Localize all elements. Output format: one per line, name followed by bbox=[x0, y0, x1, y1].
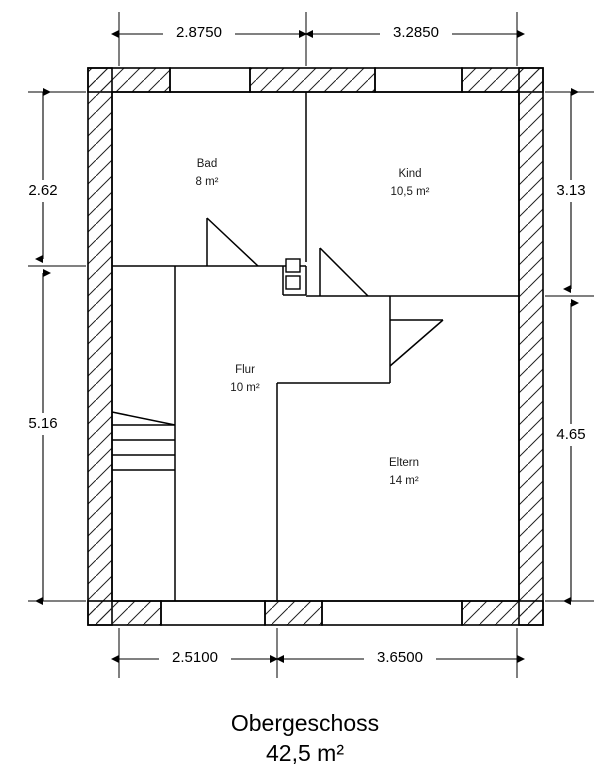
dimension-chain-left: 2.62 5.16 bbox=[19, 88, 86, 605]
door-bad-swing bbox=[206, 217, 259, 267]
room-label-bad-area: 8 m² bbox=[196, 176, 219, 188]
door-kind bbox=[319, 247, 369, 297]
wall-top bbox=[87, 67, 544, 93]
wall-right bbox=[518, 67, 544, 626]
staircase bbox=[111, 411, 176, 471]
dim-top-left-label: 2.8750 bbox=[176, 24, 222, 41]
door-kind-swing bbox=[319, 247, 369, 297]
window-opening-bottom-right bbox=[321, 600, 463, 626]
window-opening-top-left bbox=[169, 67, 251, 93]
room-label-kind-area: 10,5 m² bbox=[391, 186, 430, 198]
room-label-eltern-area: 14 m² bbox=[389, 475, 419, 487]
dimension-chain-top: 2.8750 3.2850 bbox=[111, 12, 525, 66]
wall-bottom bbox=[87, 600, 544, 626]
room-label-eltern-name: Eltern bbox=[389, 457, 419, 469]
dim-right-upper-label: 3.13 bbox=[556, 182, 585, 199]
room-label-bad-name: Bad bbox=[197, 158, 217, 170]
shaft-square-lower bbox=[285, 275, 301, 290]
drawing-title: Obergeschoss bbox=[231, 710, 379, 736]
shaft-square-upper bbox=[285, 258, 301, 273]
room-labels: Bad 8 m² Kind 10,5 m² Flur 10 m² Eltern … bbox=[196, 158, 430, 487]
dimension-chain-right: 3.13 4.65 bbox=[545, 88, 595, 605]
interior-walls bbox=[112, 92, 519, 601]
room-label-flur-area: 10 m² bbox=[230, 382, 260, 394]
door-bad bbox=[206, 217, 259, 267]
doors bbox=[206, 217, 444, 367]
window-opening-bottom-left bbox=[160, 600, 266, 626]
shaft-fixture bbox=[285, 258, 301, 290]
room-label-kind-name: Kind bbox=[398, 168, 421, 180]
dim-left-lower-label: 5.16 bbox=[28, 415, 57, 432]
dim-bottom-right-label: 3.6500 bbox=[377, 649, 423, 666]
exterior-walls bbox=[87, 67, 544, 626]
interior-envelope-outline bbox=[111, 91, 520, 602]
drawing-area: 42,5 m² bbox=[266, 740, 344, 766]
dim-left-upper-label: 2.62 bbox=[28, 182, 57, 199]
room-label-flur-name: Flur bbox=[235, 364, 255, 376]
drawing-title-block: Obergeschoss 42,5 m² bbox=[231, 710, 379, 766]
door-eltern bbox=[389, 319, 444, 367]
dim-top-right-label: 3.2850 bbox=[393, 24, 439, 41]
window-opening-top-right bbox=[374, 67, 463, 93]
stair-diagonal bbox=[111, 411, 176, 426]
wall-left bbox=[87, 67, 113, 626]
dim-right-lower-label: 4.65 bbox=[556, 426, 585, 443]
dimension-chain-bottom: 2.5100 3.6500 bbox=[111, 628, 525, 678]
dim-bottom-left-label: 2.5100 bbox=[172, 649, 218, 666]
door-eltern-swing bbox=[389, 319, 444, 367]
